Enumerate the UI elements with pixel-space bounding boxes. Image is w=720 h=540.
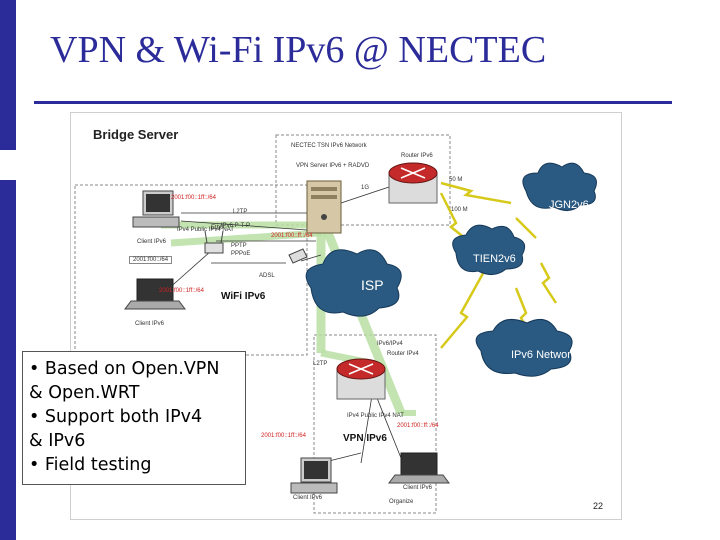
label-organize: Organize — [389, 499, 414, 505]
label-prefix-1: 2001:f00::1ff::/64 — [171, 195, 216, 201]
label-l2tp: L2TP — [233, 209, 248, 215]
router-ipv4 — [336, 358, 386, 400]
label-link-50m: 50 M — [449, 177, 463, 183]
label-prefix-4: 2001:f00::1ff::/64 — [159, 288, 204, 294]
client-pc-1 — [132, 190, 180, 228]
diagram-graphics — [74, 134, 597, 514]
label-jgn2v6: JGN2v6 — [549, 199, 589, 211]
label-link-100m: 100 M — [451, 207, 468, 213]
feature-line: • Support both IPv4 — [29, 407, 203, 427]
wifi-access-point — [204, 230, 224, 254]
label-tien2v6: TIEN2v6 — [473, 253, 516, 265]
diagram-heading: Bridge Server — [93, 127, 179, 142]
label-ipv6-ipv4: IPv6/IPv4 — [377, 341, 403, 347]
cloud-jgn2v6 — [522, 162, 597, 211]
label-pppoe: PPPoE — [231, 251, 251, 257]
label-ipv4-public: IPv4 Public IPv4 NAT — [177, 227, 234, 233]
label-eth0: Eth0 — [211, 225, 224, 231]
features-box: • Based on Open.VPN & Open.WRT • Support… — [22, 351, 246, 485]
label-prefix-6: 2001:f00::ff::/64 — [397, 423, 439, 429]
label-link-1g: 1G — [361, 185, 370, 191]
page-number: 22 — [593, 501, 604, 511]
label-prefix-2: 2001:f00::ff::/64 — [271, 233, 313, 239]
client-pc-2 — [290, 457, 338, 494]
title-divider — [34, 101, 672, 104]
label-client-ipv6: Client IPv6 — [137, 239, 167, 245]
client-area-outline — [74, 184, 308, 356]
label-l2tp-2: L2TP — [313, 361, 328, 367]
features-list: • Based on Open.VPN & Open.WRT • Support… — [23, 352, 245, 477]
feature-line: • Based on Open.VPN — [29, 359, 220, 379]
left-accent-bar-top — [0, 0, 16, 150]
label-vpn-ipv6: VPN IPv6 — [343, 433, 387, 444]
cloud-isp — [305, 249, 402, 317]
cloud-ipv6-network — [475, 318, 573, 377]
label-client-ipv6-4: Client IPv6 — [403, 485, 433, 491]
label-wifi-ipv6: WiFi IPv6 — [221, 291, 266, 302]
label-nectec-network: NECTEC TSN IPv6 Network — [291, 143, 367, 149]
label-prefix-3: 2001:f00::/64 — [129, 256, 173, 264]
label-router-ipv6: Router IPv6 — [401, 153, 433, 159]
label-ipv4-public-2: IPv4 Public IPv4 NAT — [347, 413, 404, 419]
slide-title: VPN & Wi-Fi IPv6 @ NECTEC — [50, 29, 547, 71]
feature-line: & Open.WRT — [29, 383, 140, 403]
feature-line: & IPv6 — [29, 431, 86, 451]
label-client-ipv6-3: Client IPv6 — [293, 495, 323, 501]
nectec-network-outline — [275, 134, 451, 226]
adsl-modem — [288, 248, 308, 264]
laptop-2 — [388, 452, 450, 484]
label-vpn-server: VPN Server IPv6 + RADVD — [296, 163, 370, 169]
label-router-ipv4: Router IPv4 — [387, 351, 419, 357]
cloud-tien2v6 — [452, 224, 526, 275]
feature-line: • Field testing — [29, 455, 152, 475]
label-ipv6-network: IPv6 Network — [511, 349, 577, 361]
label-pptp: PPTP — [231, 243, 247, 249]
label-client-ipv6-2: Client IPv6 — [135, 321, 165, 327]
label-ipv6-ptp: IPv6 P-T-P — [221, 223, 251, 229]
label-prefix-5: 2001:f00::1ff::/64 — [261, 433, 306, 439]
label-isp: ISP — [361, 277, 384, 293]
laptop-1 — [124, 278, 186, 310]
label-adsl: ADSL — [259, 273, 275, 279]
left-accent-bar-bottom — [0, 180, 16, 540]
vpn-server — [306, 180, 342, 234]
router-ipv6 — [388, 162, 438, 204]
vpn-site-outline — [313, 334, 437, 514]
